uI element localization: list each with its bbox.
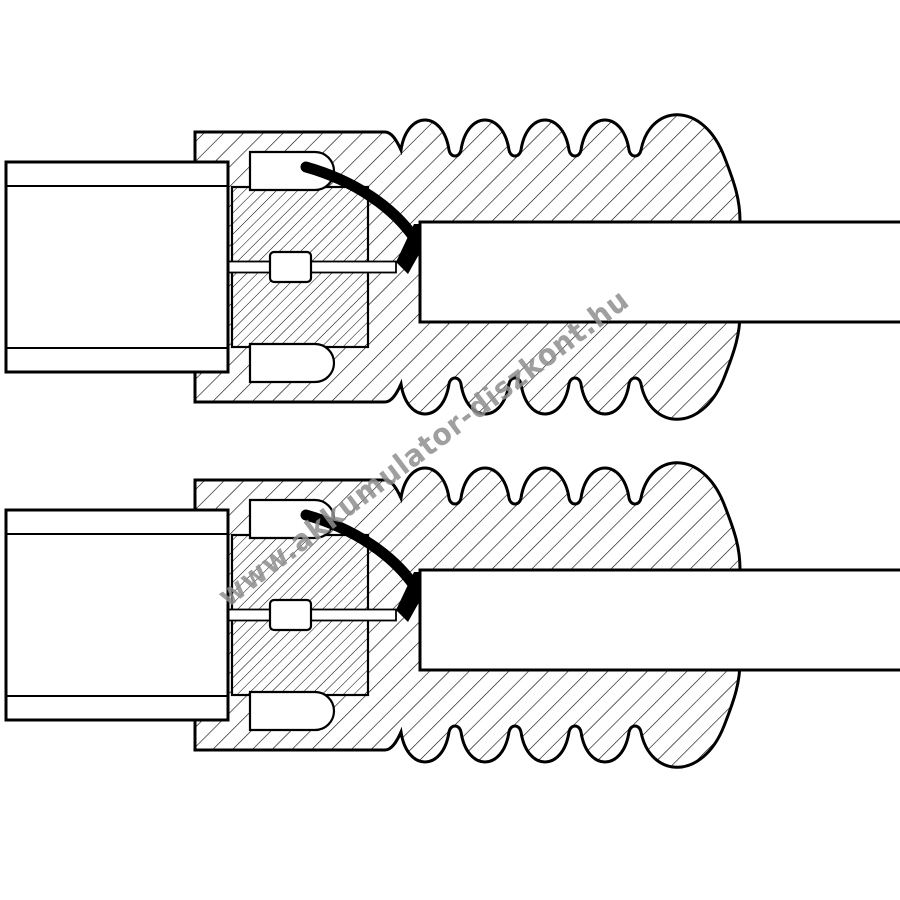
connector-view-top: [6, 115, 900, 420]
connector-view-bottom: [6, 463, 900, 768]
